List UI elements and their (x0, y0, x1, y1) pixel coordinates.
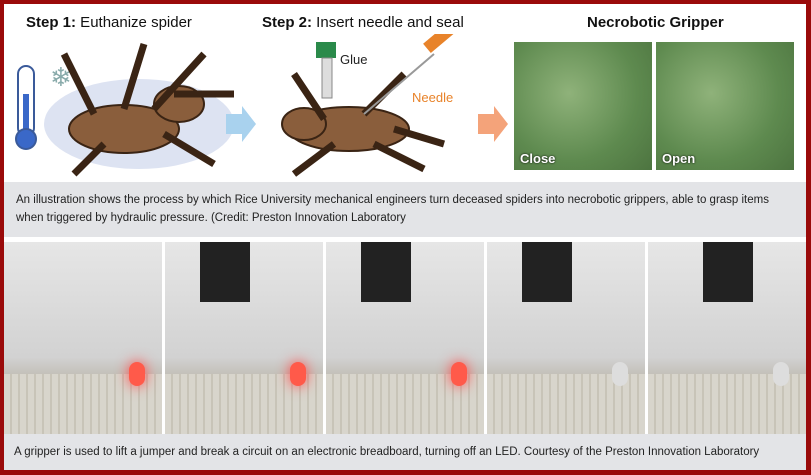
needle-icon (363, 53, 435, 115)
top-caption: An illustration shows the process by whi… (4, 182, 806, 237)
photo-frame-2 (165, 242, 323, 434)
glue-bottle-icon (316, 42, 336, 58)
snowflake-icon: ❄ (50, 62, 72, 92)
photo-sequence (4, 242, 806, 434)
dead-spider-icon (60, 42, 234, 177)
arrow-right-icon (226, 106, 256, 142)
process-illustration: ❄ Glue Needle (15, 34, 508, 177)
spider-needle-icon (281, 71, 446, 177)
bottom-caption: A gripper is used to lift a jumper and b… (4, 434, 806, 470)
photo-frame-5 (648, 242, 806, 434)
gripper-open-photo: Open (656, 42, 794, 170)
photo-frame-3 (326, 242, 484, 434)
step1-title: Step 1: Euthanize spider (26, 14, 192, 31)
thermometer-icon (15, 65, 37, 150)
glue-label: Glue (340, 52, 367, 67)
step3-title: Necrobotic Gripper (587, 14, 724, 31)
needle-label: Needle (412, 90, 453, 105)
photo-frame-1 (4, 242, 162, 434)
figure: Step 1: Euthanize spider Step 2: Insert … (4, 4, 806, 470)
gripper-close-photo: Close (514, 42, 652, 170)
step2-title: Step 2: Insert needle and seal (262, 14, 464, 31)
arrow-right-icon (478, 106, 508, 142)
photo-frame-4 (487, 242, 645, 434)
